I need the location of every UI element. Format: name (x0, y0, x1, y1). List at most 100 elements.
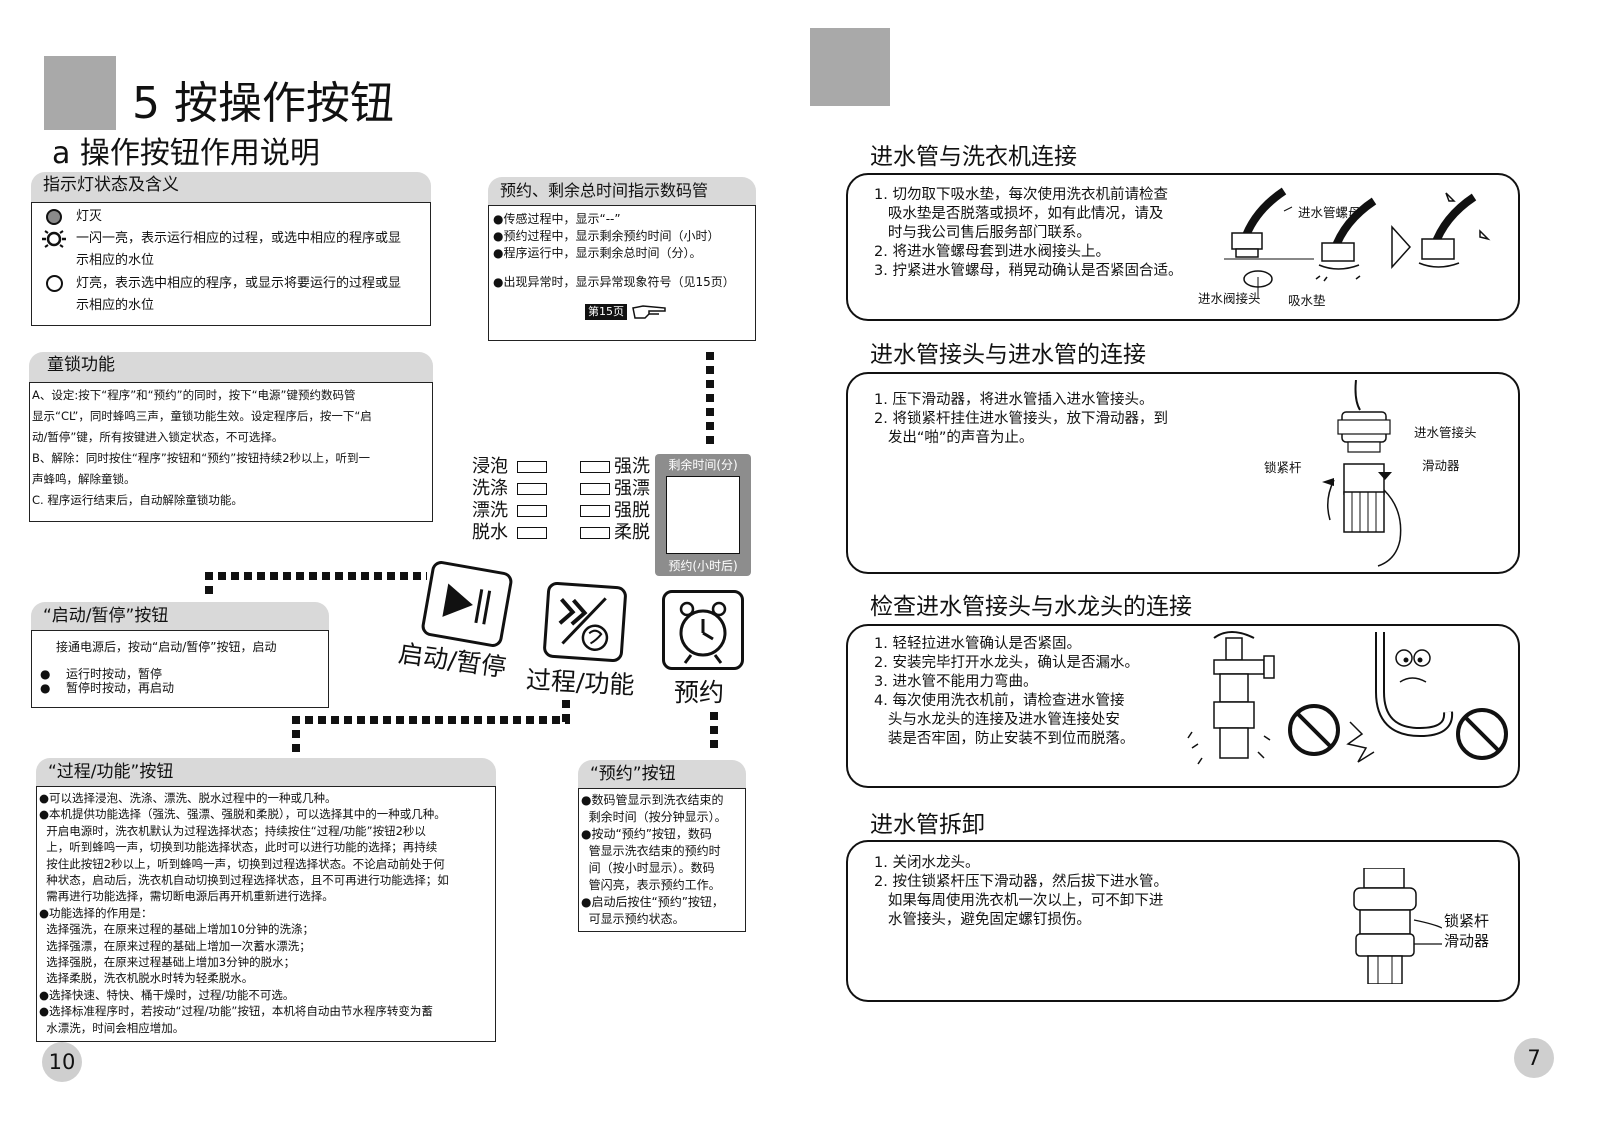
process-line-13: ●选择快速、特快、桶干燥时，过程/功能不可选。 (39, 987, 295, 1002)
alarm-clock-icon (679, 601, 727, 664)
step-4-3: 如果每周使用洗衣机一次以上，可不卸下进 (874, 893, 1164, 909)
indicator-on-text-1: 灯亮，表示选中相应的程序，或显示将要运行的过程或显 (76, 276, 402, 291)
start-pause-box: 接通电源后，按动“启动/暂停”按钮，启动 ● 运行时按动，暂停 ● 暂停时按动，… (31, 630, 329, 708)
section-title-hose-machine: 进水管与洗衣机连接 (870, 144, 1077, 170)
program-label-soak: 浸泡 (472, 456, 508, 477)
display-line-1: ●传感过程中，显示“--” (493, 212, 621, 226)
callout-slider-removal: 滑动器 (1444, 932, 1490, 950)
indicator-off-icon (46, 209, 62, 225)
function-label-soft-spin: 柔脱 (614, 522, 650, 543)
hose-nut-illustration (1224, 187, 1491, 299)
process-line-15: 水漂洗，时间会相应增加。 (39, 1020, 185, 1035)
process-line-6: 种状态，启动后，洗衣机自动切换到过程选择状态，且不可再进行功能选择；如 (39, 873, 449, 887)
child-lock-line-4: B、解除：同时按住“程序”按钮和“预约”按钮持续2秒以上，听到一 (32, 451, 371, 465)
reserve-line-1: ●数码管显示到洗衣结束的 (581, 793, 724, 807)
led-rinse (517, 505, 547, 517)
tap-leak-illustration (1187, 631, 1340, 765)
page-number-left: 10 (42, 1042, 82, 1082)
step-4-2: 2. 按住锁紧杆压下滑动器，然后拔下进水管。 (874, 874, 1168, 890)
reserve-box: ●数码管显示到洗衣结束的 剩余时间（按分钟显示）。 ●按动“预约”按钮，数码 管… (578, 788, 746, 932)
led-strong-wash (580, 461, 610, 473)
digital-display-panel: 剩余时间(分) 预约(小时后) (655, 454, 751, 576)
led-spin (517, 527, 547, 539)
process-line-1: ●可以选择浸泡、洗涤、漂洗、脱水过程中的一种或几种。 (39, 791, 337, 805)
display-box: ●传感过程中，显示“--” ●预约过程中，显示剩余预约时间（小时） ●程序运行中… (488, 205, 756, 341)
callout-lock-lever-removal: 锁紧杆 (1444, 912, 1490, 930)
step-2-2: 2. 将锁紧杆挂住进水管接头，放下滑动器，到 (874, 411, 1168, 427)
callout-hose-nut: 进水管螺母 (1298, 205, 1361, 220)
function-label-strong-rinse: 强漂 (614, 478, 650, 499)
connector-start (205, 572, 427, 580)
child-lock-box: A、设定:按下“程序”和“预约”的同时，按下“电源”键预约数码管 显示“CL”，… (29, 382, 433, 522)
indicator-flash-text-2: 示相应的水位 (76, 253, 155, 268)
section-box-joint-tap: 1. 轻轻拉进水管确认是否紧固。 2. 安装完毕打开水龙头，确认是否漏水。 3.… (846, 624, 1520, 788)
step-2-1: 1. 压下滑动器，将进水管插入进水管接头。 (874, 392, 1154, 408)
child-lock-line-3: 动/暂停”键，所有按键进入锁定状态，不可选择。 (32, 430, 284, 444)
connector-process-up (562, 700, 570, 722)
reserve-heading: “预约”按钮 (578, 760, 746, 788)
start-pause-line-1: 接通电源后，按动“启动/暂停”按钮，启动 (56, 640, 277, 654)
led-soak (517, 461, 547, 473)
section-title-joint-hose: 进水管接头与进水管的连接 (870, 342, 1146, 368)
callout-valve-joint: 进水阀接头 (1198, 291, 1261, 306)
section-title-joint-tap: 检查进水管接头与水龙头的连接 (870, 594, 1192, 620)
step-1-5: 3. 拧紧进水管螺母，稍晃动确认是否紧固合适。 (874, 263, 1183, 279)
section-box-joint-hose: 1. 压下滑动器，将进水管插入进水管接头。 2. 将锁紧杆挂住进水管接头，放下滑… (846, 372, 1520, 574)
process-line-3: 开启电源时，洗衣机默认为过程选择状态；持续按住“过程/功能”按钮2秒以 (39, 823, 426, 838)
section-subtitle: a 操作按钮作用说明 (52, 136, 320, 171)
indicator-flash-icon (42, 230, 66, 248)
step-2-3: 发出“啪”的声音为止。 (874, 430, 1034, 446)
child-lock-line-1: A、设定:按下“程序”和“预约”的同时，按下“电源”键预约数码管 (32, 388, 356, 402)
reserve-line-5: 间（按小时显示）。数码 (581, 861, 715, 875)
process-line-12: 选择柔脱，洗衣机脱水时转为轻柔脱水。 (39, 971, 254, 986)
connector-reserve (710, 712, 718, 748)
reserve-line-7: ●启动后按住“预约”按钮， (581, 895, 724, 909)
process-line-8: ●功能选择的作用是： (39, 905, 153, 920)
display-heading: 预约、剩余总时间指示数码管 (488, 177, 756, 205)
step-1-1: 1. 切勿取下吸水垫，每次使用洗衣机前请检查 (874, 187, 1168, 203)
start-pause-line-2: 运行时按动，暂停 (66, 667, 163, 681)
reserve-line-8: 可显示预约状态。 (581, 912, 685, 926)
display-line-4: ●出现异常时，显示异常现象符号（见15页） (493, 275, 735, 289)
callout-slider: 滑动器 (1422, 458, 1460, 473)
connector-process-down (292, 716, 300, 756)
start-pause-bullet-1: ● (40, 667, 51, 681)
step-1-4: 2. 将进水管螺母套到进水阀接头上。 (874, 244, 1110, 260)
step-1-3: 时与我公司售后服务部门联系。 (874, 225, 1091, 241)
step-3-6: 装是否牢固，防止安装不到位而脱落。 (874, 731, 1135, 747)
function-label-strong-spin: 强脱 (614, 500, 650, 521)
program-label-wash: 洗涤 (472, 478, 508, 499)
display-line-3: ●程序运行中，显示剩余总时间（分）。 (493, 246, 702, 260)
led-strong-spin (580, 505, 610, 517)
program-label-rinse: 漂洗 (472, 500, 508, 521)
section-marker-left (44, 56, 116, 130)
led-wash (517, 483, 547, 495)
section-marker-right (810, 28, 890, 106)
reserve-line-2: 剩余时间（按分钟显示）。 (581, 810, 727, 824)
start-pause-button[interactable] (420, 559, 514, 649)
hose-joint-illustration (1322, 380, 1402, 567)
callout-hose-joint: 进水管接头 (1414, 425, 1477, 440)
connector-start-down (205, 572, 213, 596)
step-3-3: 3. 进水管不能用力弯曲。 (874, 674, 1038, 690)
step-4-1: 1. 关闭水龙头。 (874, 855, 980, 871)
process-function-button[interactable] (542, 581, 628, 663)
start-pause-heading: “启动/暂停”按钮 (31, 602, 329, 630)
indicator-box: 灯灭 一闪一亮，表示运行相应的过程，或选中相应的程序或显 示相应的水位 灯亮，表… (31, 202, 431, 326)
child-lock-line-2: 显示“CL”，同时蜂鸣三声，童锁功能生效。设定程序后，按一下“启 (32, 409, 372, 423)
display-top-label: 剩余时间(分) (668, 458, 738, 472)
step-3-5: 头与水龙头的连接及进水管连接处安 (874, 712, 1120, 728)
hose-removal-illustration (1353, 868, 1442, 984)
function-label-strong-wash: 强洗 (614, 456, 650, 477)
child-lock-heading: 童锁功能 (29, 352, 433, 382)
display-bottom-label: 预约(小时后) (668, 559, 738, 573)
step-3-1: 1. 轻轻拉进水管确认是否紧固。 (874, 636, 1081, 652)
reserve-button[interactable] (662, 590, 744, 670)
display-line-2: ●预约过程中，显示剩余预约时间（小时） (493, 229, 720, 243)
reserve-line-4: 管显示洗衣结束的预约时 (581, 844, 721, 858)
process-line-5: 按住此按钮2秒以上，听到蜂鸣一声，切换到过程选择状态。不论启动前处于何 (39, 856, 445, 871)
connector-display (706, 352, 714, 444)
child-lock-line-5: 声蜂鸣，解除童锁。 (32, 472, 136, 486)
process-box: ●可以选择浸泡、洗涤、漂洗、脱水过程中的一种或几种。 ●本机提供功能选择（强洗、… (36, 786, 496, 1042)
process-line-10: 选择强漂，在原来过程的基础上增加一次蓄水漂洗； (39, 938, 311, 953)
